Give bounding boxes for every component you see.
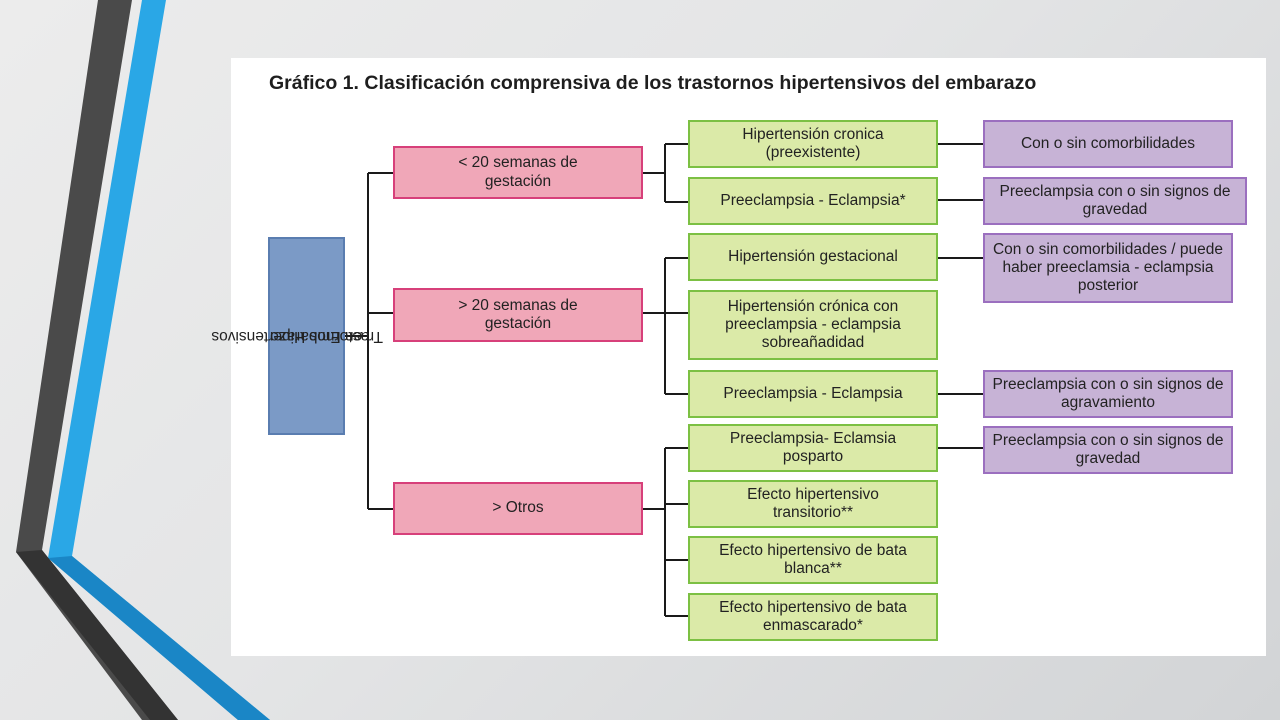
- detail-label: Con o sin comorbilidades: [1020, 134, 1196, 152]
- detail-label: Con o sin comorbilidades / puede haber p…: [992, 240, 1224, 295]
- detail-label: Preeclampsia con o sin signos de agravam…: [992, 375, 1224, 411]
- detail-label: Preeclampsia con o sin signos de graveda…: [999, 182, 1231, 218]
- detail-node: Preeclampsia con o sin signos de graveda…: [983, 177, 1247, 225]
- condition-label: Preeclampsia - Eclampsia*: [720, 191, 906, 209]
- black-stripe: [16, 550, 178, 720]
- condition-label: Efecto hipertensivo transitorio**: [747, 485, 879, 521]
- root-node: Trastornos Hipertensivos en Embarazo: [211, 237, 383, 435]
- condition-node: Efecto hipertensivo de bata enmascarado*: [688, 593, 938, 641]
- detail-node: Preeclampsia con o sin signos de agravam…: [983, 370, 1233, 418]
- condition-node: Preeclampsia - Eclampsia: [688, 370, 938, 418]
- blue-stripe: [48, 0, 270, 720]
- condition-label: Hipertensión crónica con preeclampsia - …: [725, 297, 901, 352]
- condition-node: Efecto hipertensivo transitorio**: [688, 480, 938, 528]
- condition-node: Hipertensión cronica (preexistente): [688, 120, 938, 168]
- root-label: Trastornos Hipertensivos en Embarazo: [211, 250, 383, 422]
- dark-blue-stripe: [48, 556, 270, 720]
- condition-node: Efecto hipertensivo de bata blanca**: [688, 536, 938, 584]
- category-node-gt20: > 20 semanas de gestación: [393, 288, 643, 342]
- condition-label: Hipertensión cronica (preexistente): [742, 125, 884, 161]
- detail-node: Preeclampsia con o sin signos de graveda…: [983, 426, 1233, 474]
- condition-label: Efecto hipertensivo de bata enmascarado*: [719, 598, 907, 634]
- detail-label: Preeclampsia con o sin signos de graveda…: [992, 431, 1224, 467]
- detail-node: Con o sin comorbilidades / puede haber p…: [983, 233, 1233, 303]
- category-label: > Otros: [492, 499, 544, 517]
- condition-label: Preeclampsia- Eclamsia posparto: [729, 429, 897, 465]
- category-node-lt20: < 20 semanas de gestación: [393, 146, 643, 199]
- condition-label: Efecto hipertensivo de bata blanca**: [719, 541, 907, 577]
- condition-node: Preeclampsia- Eclamsia posparto: [688, 424, 938, 472]
- condition-label: Hipertensión gestacional: [728, 247, 898, 265]
- slide-decoration: [16, 0, 270, 720]
- detail-node: Con o sin comorbilidades: [983, 120, 1233, 168]
- condition-label: Preeclampsia - Eclampsia: [723, 384, 903, 402]
- root-label-line2: en Embarazo: [270, 327, 363, 345]
- diagram-title: Gráfico 1. Clasificación comprensiva de …: [269, 72, 1037, 94]
- condition-node: Hipertensión crónica con preeclampsia - …: [688, 290, 938, 360]
- dark-stripe: [16, 0, 178, 720]
- condition-node: Preeclampsia - Eclampsia*: [688, 177, 938, 225]
- category-label: > 20 semanas de gestación: [458, 296, 578, 332]
- category-label: < 20 semanas de gestación: [458, 154, 578, 190]
- condition-node: Hipertensión gestacional: [688, 233, 938, 281]
- category-node-otros: > Otros: [393, 482, 643, 535]
